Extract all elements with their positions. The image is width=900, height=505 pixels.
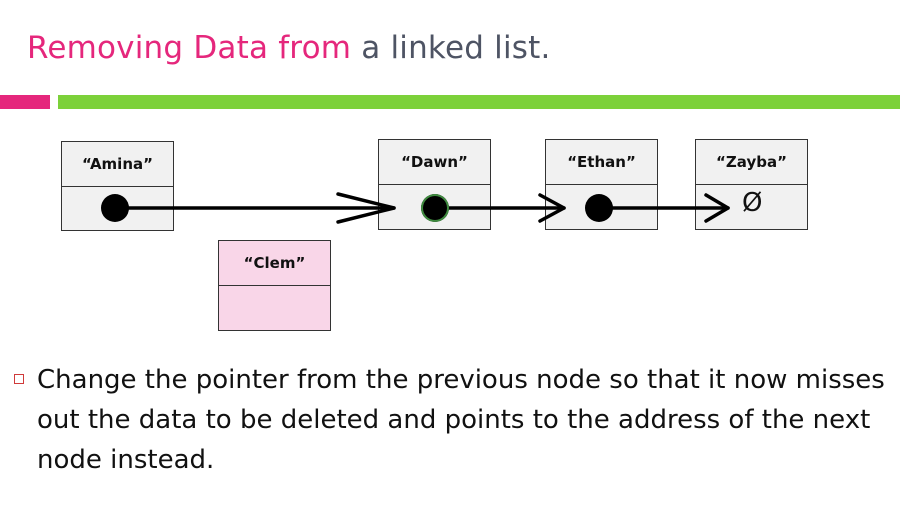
- node-clem-removed: “Clem”: [218, 240, 331, 331]
- title-rest: a linked list.: [361, 30, 551, 66]
- slide-title: Removing Data from a linked list.: [27, 30, 551, 66]
- pointer-dot-ethan: [585, 194, 613, 222]
- title-highlight: Removing Data from: [27, 30, 352, 66]
- pointer-dot-amina: [101, 194, 129, 222]
- node-label: “Ethan”: [546, 140, 657, 185]
- node-label: “Dawn”: [379, 140, 490, 185]
- bullet-text: Change the pointer from the previous nod…: [37, 365, 885, 475]
- null-pointer-symbol: Ø: [742, 188, 763, 218]
- pointer-dot-dawn: [421, 194, 449, 222]
- title-rule: [58, 95, 900, 109]
- bullet-marker-icon: [14, 374, 24, 384]
- arrowhead-icon: [336, 192, 396, 224]
- node-label: “Clem”: [219, 241, 330, 286]
- title-rule-accent: [0, 95, 50, 109]
- node-label: “Amina”: [62, 142, 173, 187]
- arrowhead-icon: [704, 193, 730, 223]
- arrowhead-icon: [538, 193, 566, 223]
- node-label: “Zayba”: [696, 140, 807, 185]
